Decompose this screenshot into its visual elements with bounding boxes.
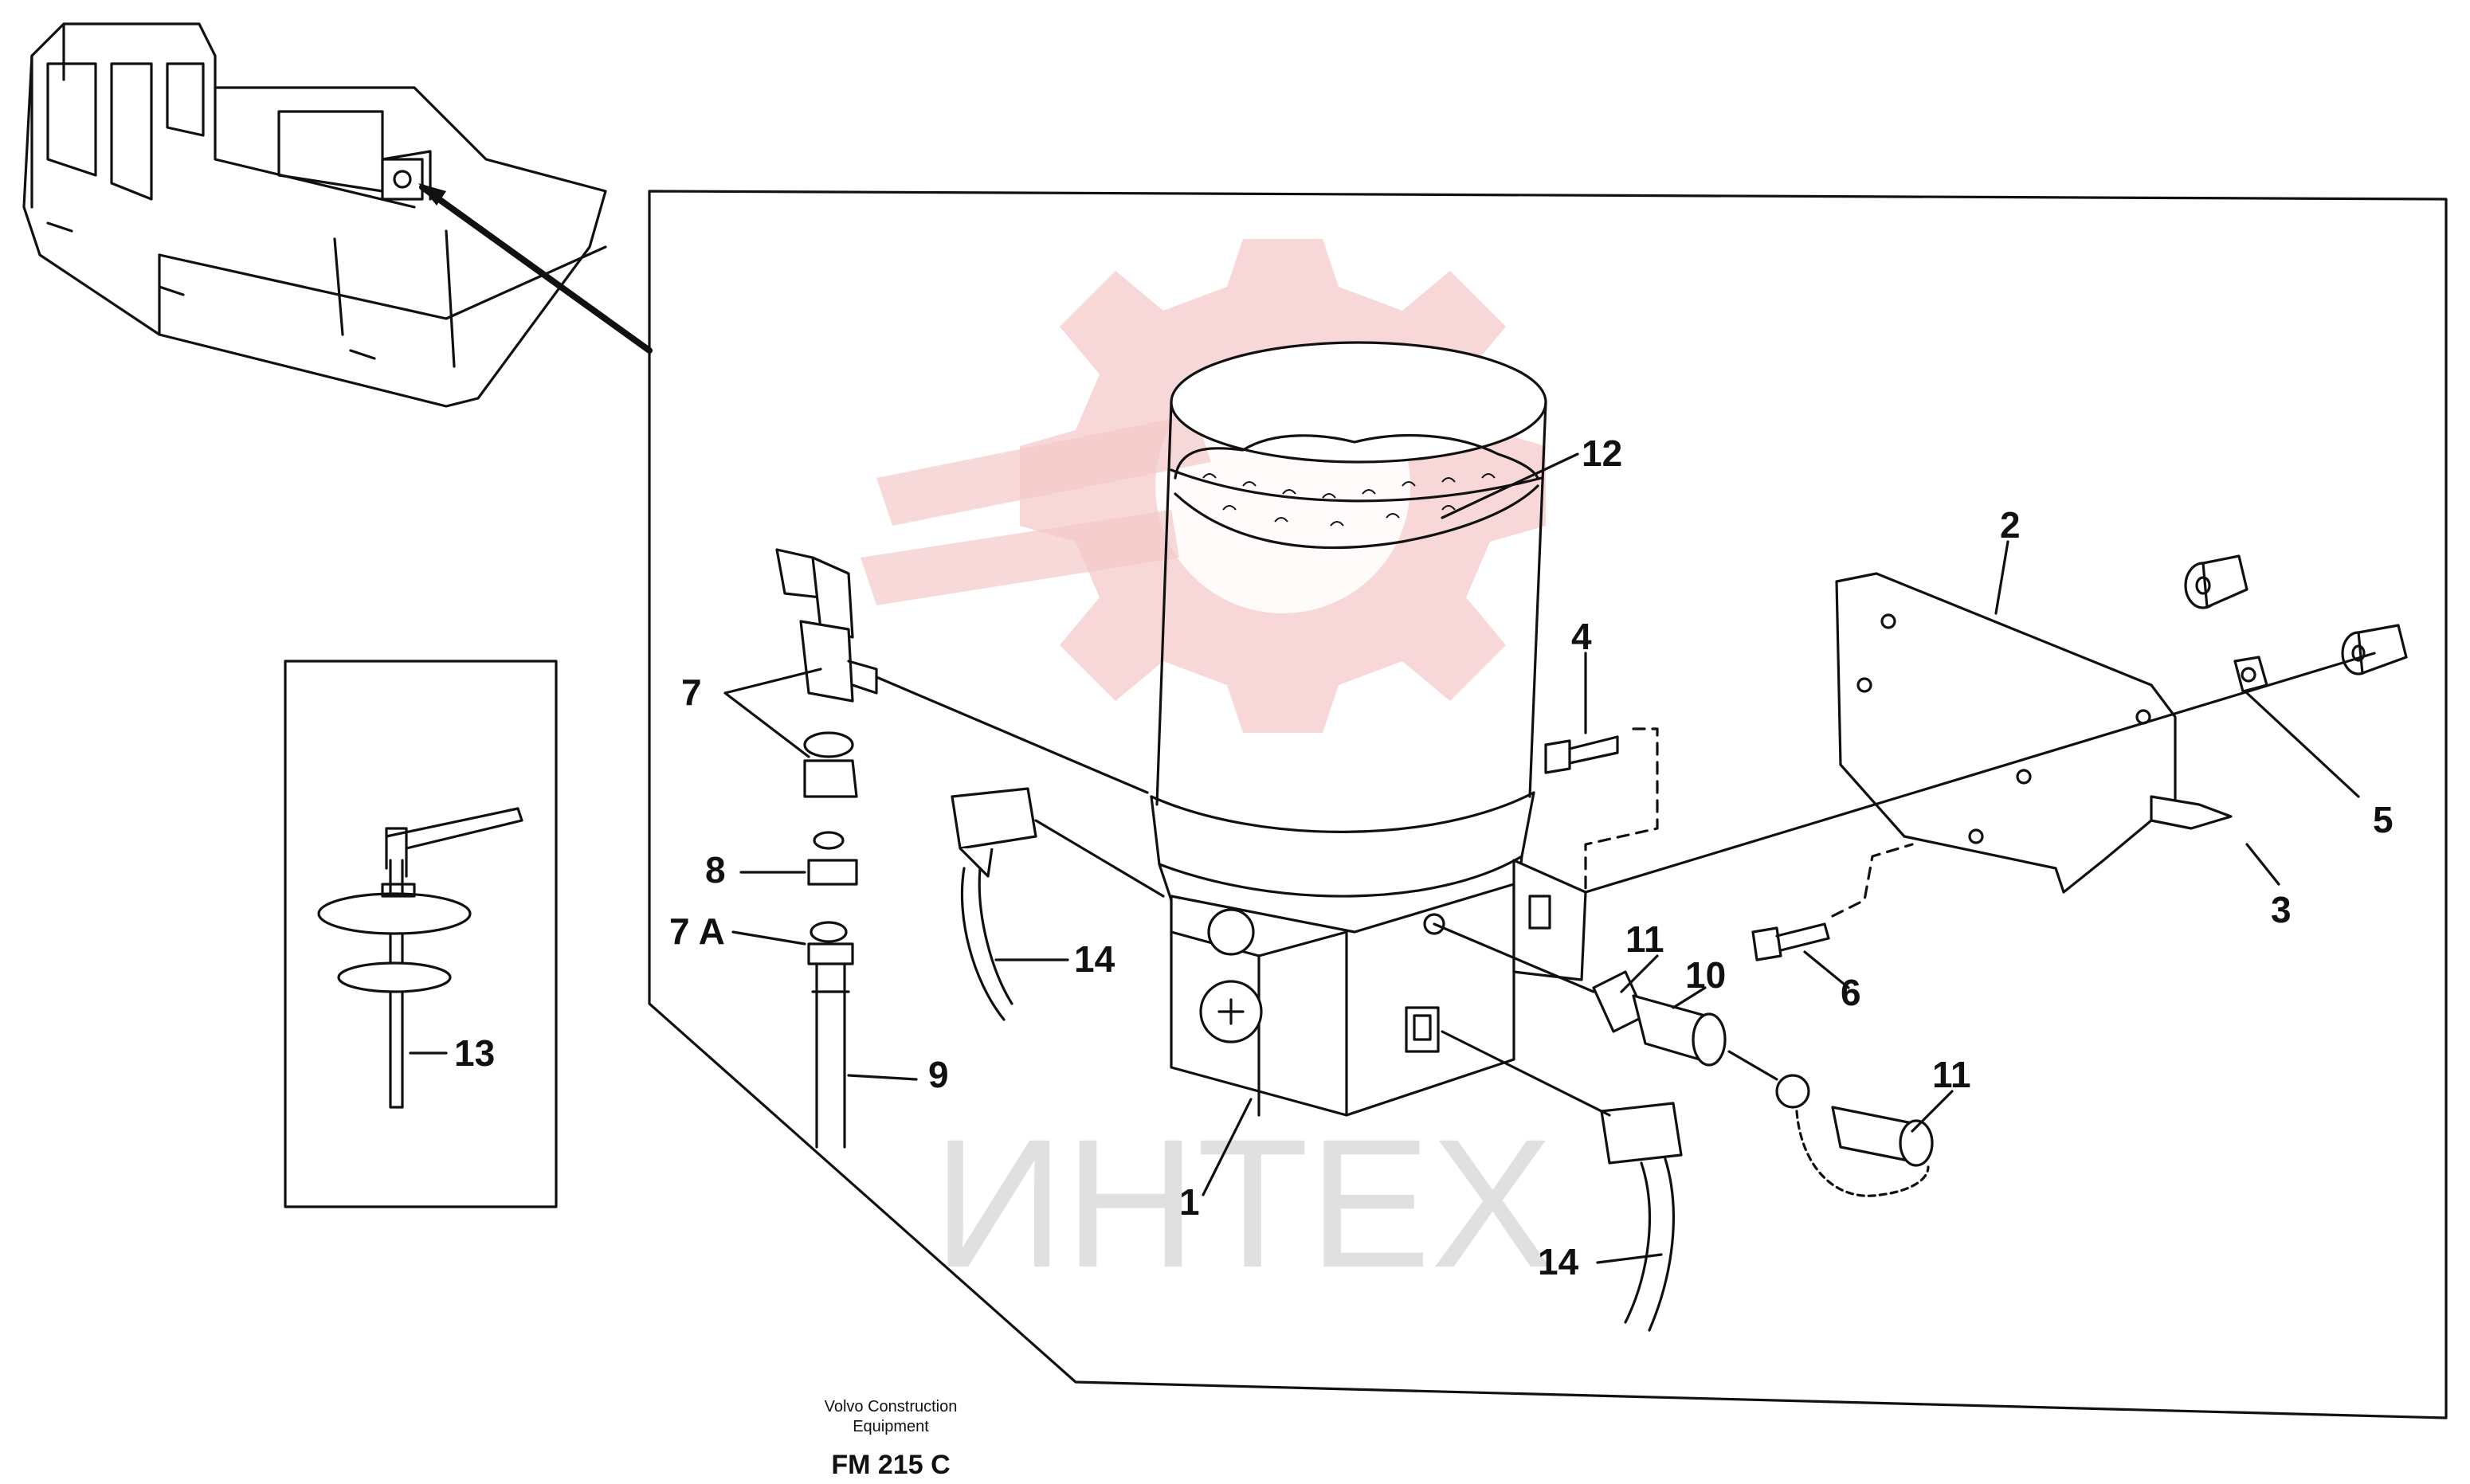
protective-cap-11-illustration [1775, 1074, 1934, 1197]
connection-line-7 [875, 675, 1149, 794]
callout-2: 2 [2000, 504, 2021, 546]
location-pointer-arrowhead [418, 183, 446, 206]
callout-12: 12 [1582, 433, 1622, 474]
screw-4-illustration [1544, 727, 1659, 894]
location-pointer-arrow [419, 184, 653, 354]
grease-pump-assembly-illustration [1150, 341, 1587, 1117]
callout-7a: 7 A [669, 910, 725, 952]
bracket-2-illustration [1835, 572, 2233, 894]
screw-6-illustration [1751, 843, 1914, 961]
callout-10: 10 [1685, 954, 1726, 996]
callout-3: 3 [2271, 889, 2292, 930]
callout-11-upper: 11 [1625, 918, 1664, 960]
fittings-7-8-9-illustration [775, 548, 878, 1149]
callout-leaders [409, 452, 2360, 1264]
footer-manufacturer-line2: Equipment [853, 1418, 929, 1435]
detail-frame [648, 190, 2448, 1419]
callout-5: 5 [2373, 799, 2394, 840]
level-sensor-13-illustration [317, 807, 523, 1109]
callout-1: 1 [1179, 1181, 1200, 1223]
callout-7: 7 [681, 672, 702, 713]
callout-13: 13 [454, 1032, 495, 1074]
grease-nipple-10-illustration [1433, 922, 1778, 1081]
excavator-overview-illustration [22, 22, 607, 408]
callout-9: 9 [928, 1054, 949, 1095]
nuts-5-illustration [2184, 554, 2408, 693]
watermark-text: ИНТЕХ [933, 1101, 1554, 1306]
callout-4: 4 [1571, 616, 1592, 657]
watermark-gear-logo [861, 239, 1546, 733]
footer-manufacturer-line1: Volvo Construction [825, 1398, 958, 1415]
callout-14-lower: 14 [1538, 1241, 1579, 1282]
callout-8: 8 [705, 849, 726, 891]
callout-14-upper: 14 [1074, 938, 1115, 980]
connector-14-lower-illustration [1441, 1030, 1683, 1332]
connector-14-upper-illustration [951, 787, 1165, 1021]
inset-frame [284, 660, 558, 1208]
callout-11-lower: 11 [1932, 1054, 1971, 1095]
callout-6: 6 [1841, 972, 1861, 1013]
footer-drawing-code: FM 215 C [831, 1450, 950, 1480]
mounting-axis-line [1584, 652, 2376, 894]
